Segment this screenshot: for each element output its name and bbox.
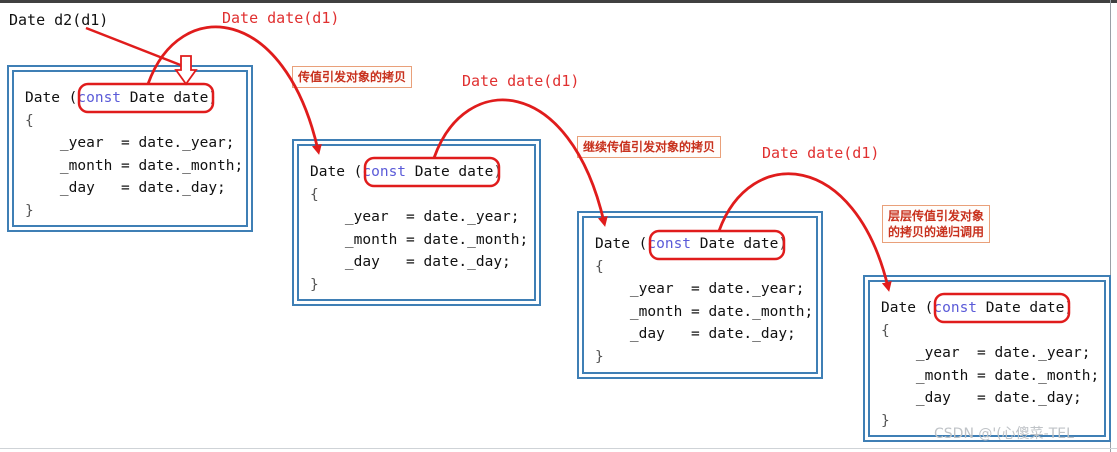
note-copy-continued: 继续传值引发对象的拷贝 bbox=[577, 136, 722, 158]
param-highlight-1 bbox=[77, 82, 215, 114]
window-top-border bbox=[0, 0, 1117, 3]
frame-right-edge bbox=[1110, 0, 1111, 452]
call-label-2: Date date(d1) bbox=[462, 72, 580, 90]
constructor-code: Date (const Date date) { _year = date._y… bbox=[595, 236, 814, 365]
constructor-code: Date (const Date date) { _year = date._y… bbox=[310, 164, 529, 293]
param-highlight-2 bbox=[363, 156, 501, 188]
call-arrow bbox=[85, 26, 184, 68]
hollow-arrow-icon bbox=[174, 55, 198, 86]
note-copy-triggered: 传值引发对象的拷贝 bbox=[292, 66, 413, 88]
copy-constructor-box-3: Date (const Date date) { _year = date._y… bbox=[577, 211, 823, 379]
param-highlight-3 bbox=[648, 229, 786, 261]
constructor-code: Date (const Date date) { _year = date._y… bbox=[25, 90, 244, 219]
recursion-arrow-3 bbox=[717, 172, 892, 292]
recursion-arrow-1 bbox=[146, 25, 322, 155]
copy-construct-call: Date d2(d1) bbox=[9, 11, 109, 29]
note-recursive-copy: 层层传值引发对象 的拷贝的递归调用 bbox=[882, 205, 991, 243]
call-label-3: Date date(d1) bbox=[762, 144, 880, 162]
param-highlight-4 bbox=[933, 292, 1071, 324]
watermark: CSDN @'(心傻菜-TEL bbox=[934, 426, 1074, 442]
constructor-code: Date (const Date date) { _year = date._y… bbox=[881, 300, 1100, 429]
frame-bottom-edge bbox=[0, 448, 1117, 449]
recursion-arrow-2 bbox=[432, 98, 608, 227]
call-label-1: Date date(d1) bbox=[222, 9, 340, 27]
